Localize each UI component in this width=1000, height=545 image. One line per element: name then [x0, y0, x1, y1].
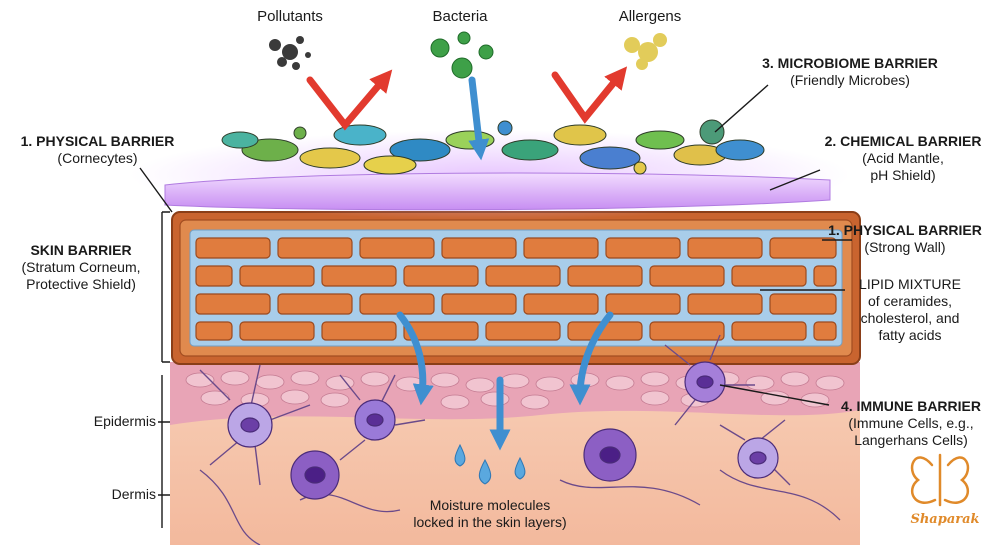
chemical-barrier-sub2: pH Shield): [870, 167, 936, 183]
chemical-barrier-label: 2. CHEMICAL BARRIER (Acid Mantle, pH Shi…: [808, 133, 998, 184]
chemical-barrier-title: 2. CHEMICAL BARRIER: [824, 133, 982, 149]
immune-barrier-sub2: Langerhans Cells): [854, 432, 968, 448]
moisture-line1: Moisture molecules: [429, 497, 551, 513]
leader-lines: [139, 84, 852, 528]
physical-barrier-left-label: 1. PHYSICAL BARRIER (Cornecytes): [5, 133, 190, 167]
allergens-label: Allergens: [618, 8, 682, 25]
dermis-label: Dermis: [111, 486, 156, 502]
dermis-layer: [170, 408, 860, 545]
lipid-mixture-label: LIPID MIXTURE of ceramides, cholesterol,…: [830, 276, 990, 344]
skin-barrier-label: SKIN BARRIER (Stratum Corneum, Protectiv…: [2, 242, 160, 293]
pollutants-label: Pollutants: [257, 8, 323, 25]
moisture-line2: locked in the skin layers): [413, 514, 567, 530]
immune-cells: [199, 334, 791, 500]
bacteria-label: Bacteria: [432, 8, 488, 25]
microbiome-barrier-label: 3. MICROBIOME BARRIER (Friendly Microbes…: [735, 55, 965, 89]
lipid-line3: cholesterol, and: [860, 310, 960, 326]
microbiome-barrier-sub: (Friendly Microbes): [790, 72, 910, 88]
lipid-line2: of ceramides,: [867, 293, 953, 309]
physical-barrier-right-sub: (Strong Wall): [864, 239, 946, 255]
epidermis-label: Epidermis: [93, 413, 156, 429]
corneocyte-bricks: [195, 237, 837, 341]
moisture-droplets: [454, 443, 526, 485]
physical-barrier-right-title: 1. PHYSICAL BARRIER: [828, 222, 982, 238]
immune-barrier-label: 4. IMMUNE BARRIER (Immune Cells, e.g., L…: [825, 398, 997, 449]
microbiome-barrier-title: 3. MICROBIOME BARRIER: [762, 55, 938, 71]
brick-wall: [171, 211, 861, 365]
immune-barrier-sub1: (Immune Cells, e.g.,: [848, 415, 974, 431]
allergen-particles: [624, 33, 667, 70]
shaparak-logo: [910, 453, 970, 507]
pollutant-particles: [269, 36, 311, 70]
watermark-text: Shaparak: [910, 512, 980, 527]
physical-barrier-left-sub: (Cornecytes): [57, 150, 138, 166]
lipid-line4: fatty acids: [878, 327, 942, 343]
immune-barrier-title: 4. IMMUNE BARRIER: [840, 398, 981, 414]
moisture-label: Moisture molecules locked in the skin la…: [380, 497, 600, 531]
bacteria-spheres: [430, 31, 494, 79]
skin-barrier-sub1: (Stratum Corneum,: [21, 259, 141, 275]
skin-barrier-title: SKIN BARRIER: [30, 242, 132, 258]
physical-barrier-right-label: 1. PHYSICAL BARRIER (Strong Wall): [815, 222, 995, 256]
blue-arrows: [396, 76, 614, 451]
lipid-line1: LIPID MIXTURE: [859, 276, 961, 292]
chemical-barrier-sub1: (Acid Mantle,: [862, 150, 944, 166]
microbiome: [221, 119, 765, 175]
deflected-threat-arrows: [306, 66, 628, 131]
physical-barrier-left-title: 1. PHYSICAL BARRIER: [20, 133, 175, 149]
skin-barrier-sub2: Protective Shield): [26, 276, 136, 292]
